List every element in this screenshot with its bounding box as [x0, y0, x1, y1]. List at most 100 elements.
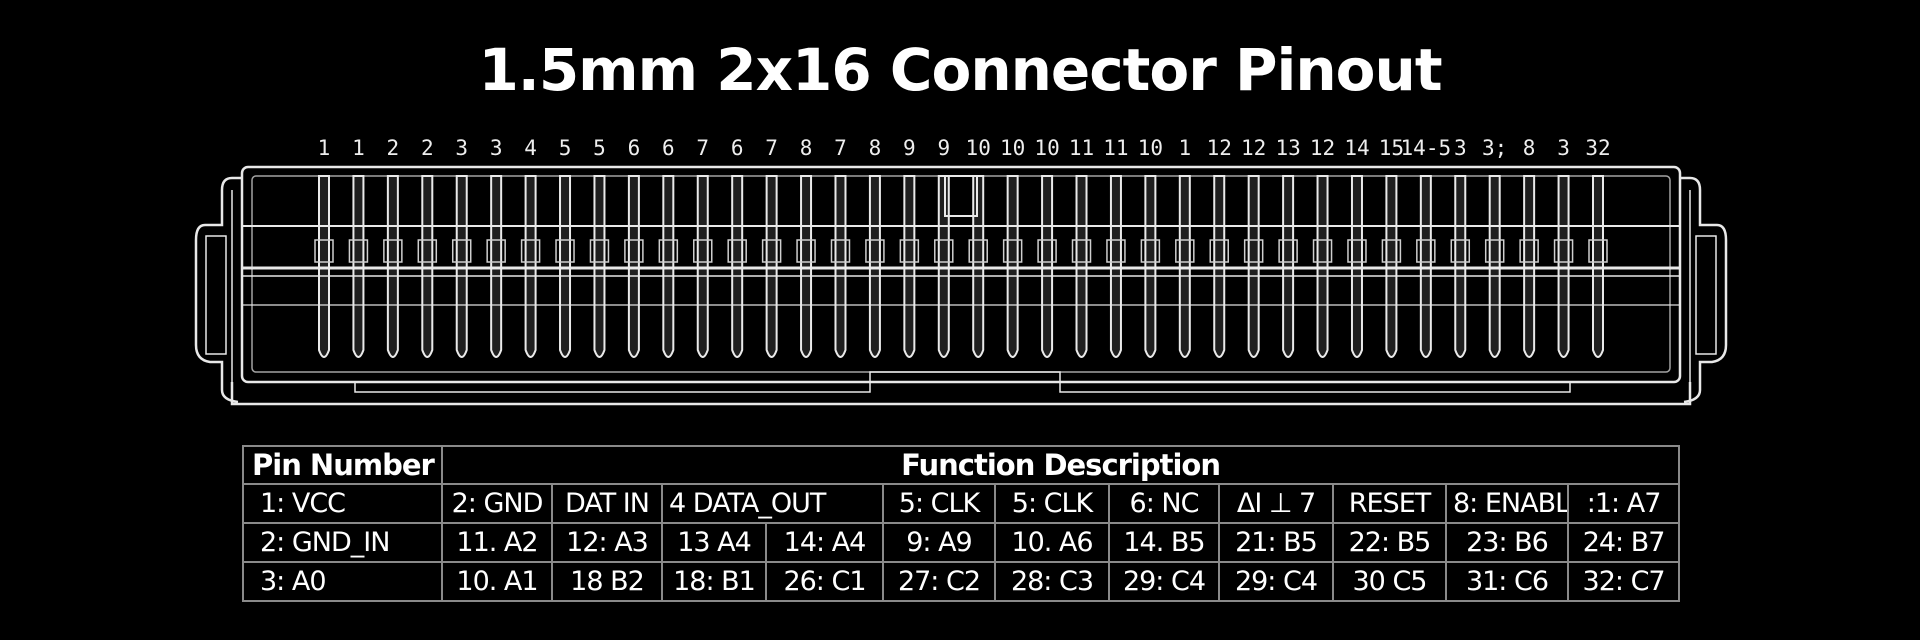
- pin-number-label: 9: [937, 136, 951, 160]
- connector-pin: [1144, 175, 1157, 358]
- connector-pin: [1178, 175, 1191, 358]
- pin-contact-clip: [1209, 239, 1229, 263]
- pin-number-label: 3: [455, 136, 469, 160]
- pin-contact-clip: [1450, 239, 1471, 263]
- connector-pin: [1385, 175, 1398, 358]
- connector-pin: [1109, 175, 1122, 358]
- function-cell: RESET: [1332, 483, 1447, 524]
- table-row: 1: VCC 2: GND DAT IN 4 DATA_OUT 5: CLK 5…: [242, 483, 1681, 524]
- function-cell: 11. A2: [441, 522, 553, 563]
- pin-contact-clip: [1416, 239, 1436, 263]
- pin-number-label: 12: [1309, 136, 1336, 160]
- connector-pin: [559, 175, 572, 358]
- pin-contact-clip: [934, 239, 954, 263]
- pin-number-label: 3: [1557, 136, 1570, 160]
- pin-number-label: 1: [1178, 136, 1192, 160]
- function-cell: 29: C4: [1218, 561, 1334, 602]
- connector-pin: [1454, 175, 1467, 358]
- pin-number-label: 5: [558, 136, 572, 160]
- connector-pin: [524, 175, 537, 358]
- connector-pins: [314, 175, 1608, 358]
- pin-cell: 2: GND_IN: [242, 522, 443, 563]
- connector-drawing: [194, 165, 1728, 406]
- pin-cell: 1: VCC: [242, 483, 443, 524]
- function-cell: 24: B7: [1566, 522, 1681, 563]
- function-cell: 26: C1: [765, 561, 884, 602]
- pin-contact-clip: [830, 239, 851, 263]
- connector-pin: [1592, 175, 1604, 358]
- function-cell: 14. B5: [1108, 522, 1220, 563]
- pin-number-label: 1: [352, 136, 365, 160]
- pin-number-label: 12: [1241, 136, 1267, 160]
- connector-pin: [352, 175, 365, 358]
- pin-contact-clip: [348, 239, 369, 263]
- pin-number-label: 8: [1522, 136, 1536, 160]
- pinout-table: Pin Number Function Description 1: VCC 2…: [242, 445, 1681, 602]
- connector-pin: [386, 175, 399, 358]
- pin-contact-clip: [555, 239, 575, 263]
- pin-number-label: 6: [730, 136, 744, 160]
- function-cell: 31: C6: [1445, 561, 1569, 602]
- connector-pin: [593, 175, 606, 358]
- table-header-row: Pin Number Function Description: [242, 445, 1681, 485]
- connector-pin: [868, 175, 881, 358]
- pin-number-label: 32: [1585, 136, 1611, 160]
- function-cell: 22: B5: [1332, 522, 1447, 563]
- connector-pin: [1075, 175, 1088, 358]
- connector-pin: [1041, 175, 1054, 358]
- pin-number-label: 8: [799, 136, 813, 160]
- function-cell: 23: B6: [1445, 522, 1569, 563]
- function-cell: 28: C3: [994, 561, 1110, 602]
- pin-number-label: 10: [1034, 136, 1060, 160]
- function-cell: 10. A1: [441, 561, 553, 602]
- pin-contact-clip: [796, 239, 816, 263]
- connector-pin: [455, 175, 468, 358]
- pin-contact-clip: [1140, 239, 1161, 263]
- pin-number-label: 2: [420, 136, 434, 160]
- connector-pin: [800, 175, 813, 358]
- table-row: 3: A0 10. A1 18 B2 18: B1 26: C1 27: C2 …: [242, 561, 1681, 602]
- pin-contact-clip: [1106, 239, 1126, 263]
- pin-number-label: 15: [1378, 136, 1405, 160]
- pin-number-label: 3: [489, 136, 503, 160]
- function-cell: 6: NC: [1108, 483, 1220, 524]
- pin-contact-clip: [1037, 239, 1057, 263]
- pin-number-label: 4: [524, 136, 537, 160]
- pin-number-label: 13: [1275, 136, 1301, 160]
- pin-number-label: 10: [999, 136, 1026, 160]
- pin-contact-clip: [865, 239, 885, 263]
- pin-number-label: 9: [903, 136, 916, 160]
- pin-contact-clip: [383, 239, 403, 263]
- pin-contact-clip: [314, 239, 334, 263]
- pin-contact-clip: [1278, 239, 1298, 263]
- function-cell: 18 B2: [551, 561, 663, 602]
- pin-contact-clip: [968, 239, 988, 263]
- connector-pin: [318, 175, 330, 358]
- pin-number-label: 7: [696, 136, 710, 160]
- connector-pin: [1282, 175, 1295, 358]
- pin-contact-clip: [1381, 239, 1402, 263]
- connector-pin: [972, 175, 985, 358]
- pin-number-label: 3: [1453, 136, 1467, 160]
- function-cell: 9: A9: [882, 522, 996, 563]
- pin-contact-clip: [589, 239, 610, 263]
- pin-number-label: 3;: [1482, 136, 1508, 160]
- function-cell: 13 A4: [661, 522, 767, 563]
- pin-contact-clip: [1312, 239, 1333, 263]
- function-cell: :1: A7: [1566, 483, 1681, 524]
- connector-pin: [1006, 175, 1019, 358]
- connector-pin: [834, 175, 847, 358]
- connector-pin: [696, 175, 709, 358]
- pin-contact-clip: [727, 239, 747, 263]
- pin-number-label: 12: [1206, 136, 1232, 160]
- pin-contact-clip: [1588, 239, 1608, 263]
- pin-number-label: 8: [868, 136, 882, 160]
- pin-number-label: 6: [661, 136, 675, 160]
- pin-number-label: 7: [834, 136, 847, 160]
- function-cell: 12: A3: [551, 522, 663, 563]
- pin-contact-clip: [658, 239, 679, 263]
- function-cell: 8: ENABLE: [1445, 483, 1569, 524]
- connector-pin: [1350, 175, 1363, 358]
- pin-number-label: 10: [1137, 136, 1164, 160]
